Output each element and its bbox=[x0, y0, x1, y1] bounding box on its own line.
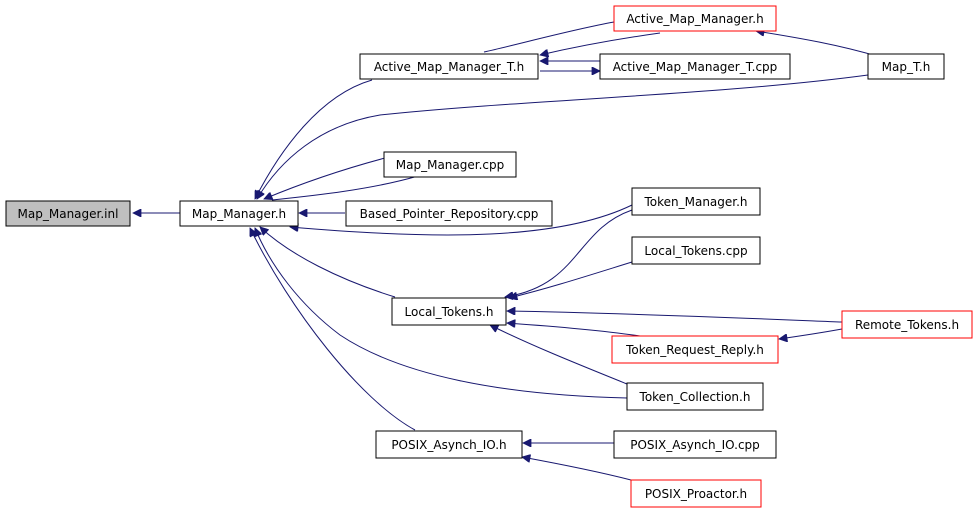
node-label: Map_Manager.inl bbox=[18, 207, 119, 221]
edge-map-t-h-to-map-manager-h bbox=[257, 74, 869, 199]
node-posix-proactor-h[interactable]: POSIX_Proactor.h bbox=[630, 479, 762, 508]
node-active-map-manager-t-h[interactable]: Active_Map_Manager_T.h bbox=[359, 53, 539, 80]
edge-posix-asynch-io-h-to-map-manager-h bbox=[250, 228, 416, 431]
node-label: Token_Manager.h bbox=[643, 195, 747, 209]
node-token-manager-h[interactable]: Token_Manager.h bbox=[631, 187, 761, 216]
node-label: POSIX_Asynch_IO.h bbox=[391, 438, 506, 452]
edge-remote-tokens-to-local-tokens-h bbox=[507, 311, 843, 323]
node-token-request-reply-h[interactable]: Token_Request_Reply.h bbox=[611, 335, 779, 364]
node-label: Based_Pointer_Repository.cpp bbox=[360, 207, 539, 221]
node-label: POSIX_Proactor.h bbox=[645, 487, 747, 501]
node-local-tokens-cpp[interactable]: Local_Tokens.cpp bbox=[631, 236, 761, 265]
node-active-map-manager-t-cpp[interactable]: Active_Map_Manager_T.cpp bbox=[599, 53, 791, 80]
node-local-tokens-h[interactable]: Local_Tokens.h bbox=[391, 297, 507, 326]
node-label: Token_Collection.h bbox=[639, 390, 751, 404]
edge-map-t-h-to-active-map-manager-h bbox=[756, 31, 881, 58]
edge-local-tokens-cpp-to-local-tokens-h bbox=[509, 261, 633, 298]
node-map-manager-inl[interactable]: Map_Manager.inl bbox=[5, 200, 131, 227]
node-label: Map_T.h bbox=[882, 60, 931, 74]
edges bbox=[133, 21, 881, 481]
edge-token-collection-to-local-tokens-h bbox=[490, 324, 628, 385]
node-label: Map_Manager.cpp bbox=[396, 158, 504, 172]
edge-map-manager-cpp-to-map-manager-h bbox=[264, 157, 386, 199]
node-map-manager-h[interactable]: Map_Manager.h bbox=[179, 200, 299, 227]
edge-remote-tokens-to-request-reply bbox=[779, 328, 843, 339]
edge-token-manager-h-to-map-manager-h bbox=[290, 204, 633, 236]
edge-map-manager-cpp-to-map-manager-h-2 bbox=[271, 175, 419, 201]
node-based-pointer-repository-cpp[interactable]: Based_Pointer_Repository.cpp bbox=[345, 200, 553, 227]
node-label: Local_Tokens.cpp bbox=[644, 244, 747, 258]
node-label: POSIX_Asynch_IO.cpp bbox=[630, 438, 760, 452]
node-label: Active_Map_Manager.h bbox=[626, 12, 763, 26]
node-label: Active_Map_Manager_T.cpp bbox=[613, 60, 778, 74]
node-label: Active_Map_Manager_T.h bbox=[374, 60, 524, 74]
node-posix-asynch-io-cpp[interactable]: POSIX_Asynch_IO.cpp bbox=[613, 430, 777, 459]
node-active-map-manager-h[interactable]: Active_Map_Manager.h bbox=[613, 5, 777, 32]
node-label: Local_Tokens.h bbox=[405, 305, 494, 319]
node-map-t-h[interactable]: Map_T.h bbox=[867, 53, 945, 80]
node-label: Map_Manager.h bbox=[192, 207, 286, 221]
node-posix-asynch-io-h[interactable]: POSIX_Asynch_IO.h bbox=[375, 430, 523, 459]
edge-local-tokens-h-to-map-manager-h bbox=[260, 227, 396, 298]
edge-active-map-manager-h-to-t-h bbox=[540, 32, 661, 55]
node-map-manager-cpp[interactable]: Map_Manager.cpp bbox=[383, 151, 517, 178]
node-token-collection-h[interactable]: Token_Collection.h bbox=[626, 382, 764, 411]
node-label: Token_Request_Reply.h bbox=[625, 343, 764, 357]
edge-active-map-manager-h-to-t-h-2 bbox=[483, 21, 615, 53]
edge-request-reply-to-local-tokens-h bbox=[507, 323, 641, 337]
edge-proactor-to-posix-h bbox=[522, 457, 632, 481]
edge-token-collection-to-map-manager-h bbox=[255, 228, 628, 399]
node-remote-tokens-h[interactable]: Remote_Tokens.h bbox=[841, 310, 973, 339]
edge-token-manager-h-to-local-tokens-h bbox=[505, 209, 633, 297]
edge-active-map-manager-t-h-to-map-manager-h bbox=[254, 79, 373, 199]
node-label: Remote_Tokens.h bbox=[855, 318, 959, 332]
